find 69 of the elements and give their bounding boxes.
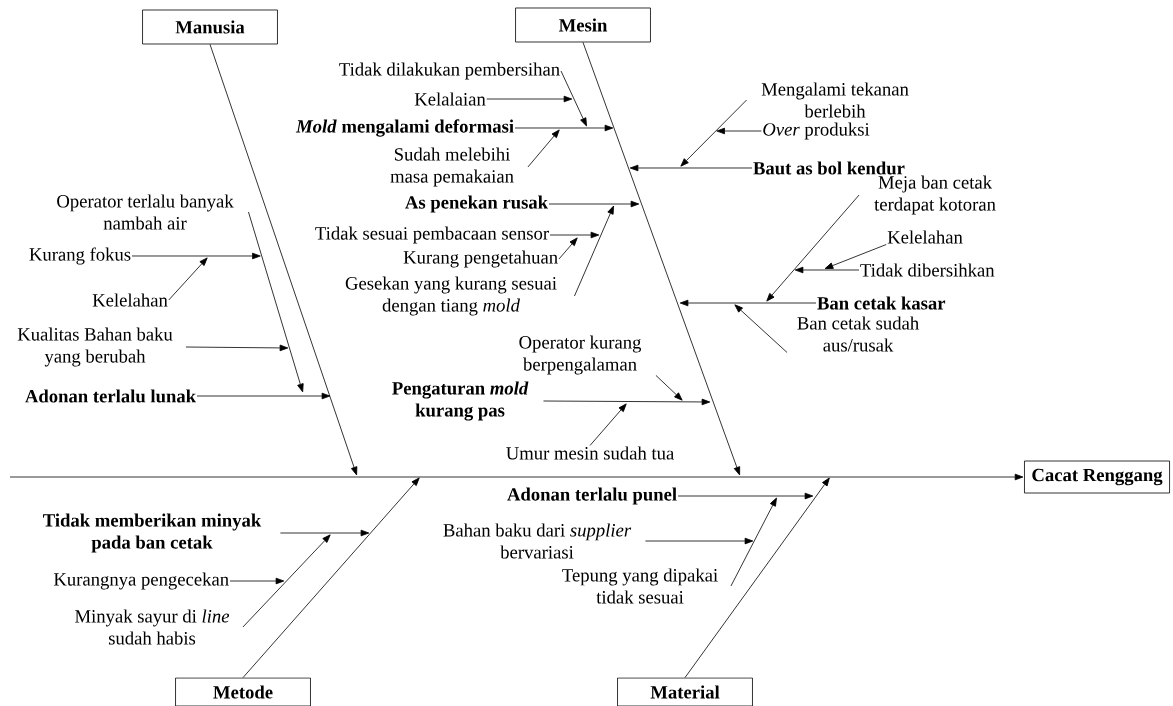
arrow	[548, 200, 640, 208]
cause-text: Ban cetak sudah aus/rusak	[797, 316, 919, 352]
arrow	[185, 344, 289, 352]
cause-text: Adonan terlalu punel	[507, 487, 677, 505]
cause-text: Sudah melebihi masa pemakaian	[390, 147, 514, 187]
arrow	[196, 392, 331, 400]
arrow	[549, 231, 600, 239]
cause-text: Kelalaian	[414, 92, 486, 106]
arrow	[679, 299, 817, 307]
arrow	[131, 252, 261, 260]
arrow	[824, 244, 887, 269]
cause-text: Kurang pengetahuan	[403, 250, 558, 268]
arrow	[280, 529, 370, 537]
cause-text: Umur mesin sudah tua	[506, 446, 674, 460]
cause-text: Tidak memberikan minyak pada ban cetak	[43, 513, 262, 553]
cause-text: Kualitas Bahan baku yang berubah	[17, 327, 173, 367]
arrow	[168, 257, 208, 301]
cause-text: Ban cetak kasar	[817, 296, 946, 310]
cause-text: Tidak dilakukan pembersihan	[339, 62, 560, 80]
arrow	[655, 375, 683, 401]
cause-text: Mold mengalami deformasi	[295, 119, 514, 137]
arrow	[229, 577, 285, 585]
cause-text: Kurang fokus	[29, 247, 131, 265]
cause-text: Kelelahan	[92, 293, 168, 307]
cause-text: Minyak sayur di line sudah habis	[75, 609, 230, 645]
cause-text: Meja ban cetak terdapat kotoran	[874, 175, 996, 215]
arrow	[560, 70, 587, 127]
arrow	[527, 129, 560, 168]
arrow	[766, 194, 860, 302]
cause-text: Operator terlalu banyak nambah air	[57, 194, 234, 230]
arrow	[582, 42, 741, 476]
cause-text: Tidak sesuai pembacaan sensor	[315, 226, 549, 244]
effect-box: Cacat Renggang	[1024, 460, 1170, 494]
category-box: Mesin	[515, 7, 651, 43]
cause-text: Pengaturan mold kurang pas	[392, 381, 529, 421]
arrow	[794, 266, 860, 274]
arrow	[248, 211, 304, 393]
arrow	[589, 403, 627, 446]
arrow	[209, 44, 358, 476]
arrow	[629, 164, 753, 172]
arrow	[716, 127, 762, 135]
arrow	[242, 534, 331, 628]
arrow	[543, 398, 711, 406]
arrow	[734, 304, 788, 353]
arrow	[242, 477, 420, 678]
arrow	[645, 537, 754, 545]
category-box: Metode	[175, 677, 311, 706]
arrow	[684, 477, 830, 678]
arrow	[677, 492, 814, 500]
category-box: Material	[617, 677, 753, 706]
cause-text: Baut as bol kendur	[753, 161, 905, 175]
arrow	[574, 205, 614, 297]
arrow	[680, 99, 747, 167]
arrow	[730, 497, 777, 587]
cause-text: Kelelahan	[887, 230, 963, 244]
cause-text: Bahan baku dari supplier bervariasi	[443, 523, 632, 559]
cause-text: Tepung yang dipakai tidak sesuai	[562, 568, 718, 604]
category-box: Manusia	[142, 9, 278, 45]
cause-text: As penekan rusak	[405, 195, 549, 213]
cause-text: Kurangnya pengecekan	[53, 572, 229, 590]
cause-text: Over produksi	[763, 122, 870, 140]
cause-text: Gesekan yang kurang sesuai dengan tiang mold	[345, 276, 557, 316]
spine-arrow	[9, 473, 1024, 481]
arrow	[514, 124, 614, 132]
cause-text: Tidak dibersihkan	[860, 263, 995, 277]
cause-text: Operator kurang berpengalaman	[519, 335, 642, 375]
cause-text: Adonan terlalu lunak	[25, 389, 197, 403]
arrow	[558, 237, 578, 260]
arrow	[486, 95, 573, 103]
